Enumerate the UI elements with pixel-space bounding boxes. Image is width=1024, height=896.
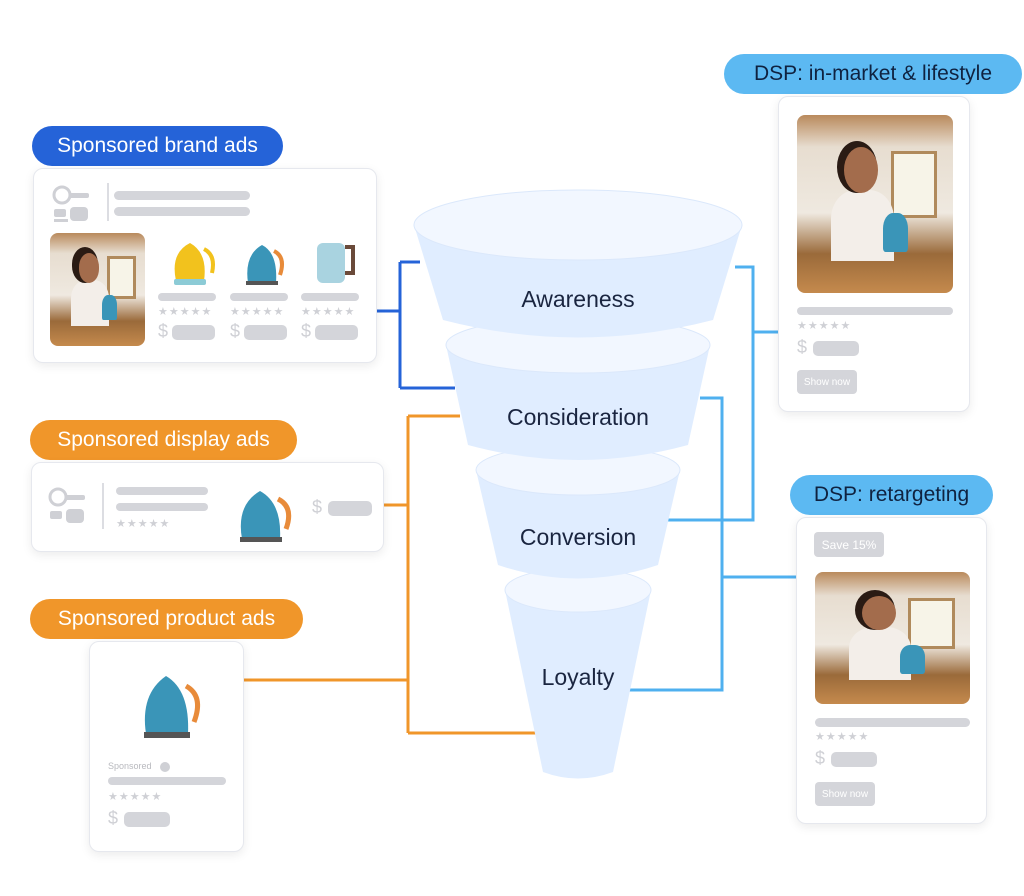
kettle-teal-image	[246, 245, 284, 285]
save-badge: Save 15%	[814, 532, 884, 557]
rating-stars: ★★★★★	[301, 306, 356, 318]
brand-logo-icon	[48, 487, 85, 523]
label-sponsored-brand-ads: Sponsored brand ads	[32, 126, 283, 166]
card-sponsored-product-ads: Sponsored ★★★★★ $	[89, 641, 244, 852]
rating-stars: ★★★★★	[158, 306, 213, 318]
show-now-button[interactable]: Show now	[797, 370, 857, 394]
rating-stars: ★★★★★	[116, 518, 171, 530]
rating-stars: ★★★★★	[230, 306, 285, 318]
label-sponsored-product-ads: Sponsored product ads	[30, 599, 303, 639]
price-symbol: $	[108, 808, 119, 828]
kettle-yellow-image	[174, 243, 215, 285]
kettle-teal-image	[240, 491, 292, 542]
funnel-stage-conversion	[475, 444, 681, 579]
price-symbol: $	[797, 337, 808, 357]
price-symbol: $	[312, 497, 323, 517]
lifestyle-photo	[50, 233, 145, 346]
label-sponsored-display-ads: Sponsored display ads	[30, 420, 297, 460]
card-sponsored-brand-ads: ★★★★★ ★★★★★ ★★★★★ $ $ $	[33, 168, 377, 363]
funnel-label-loyalty: Loyalty	[541, 664, 615, 690]
label-dsp-in-market-lifestyle: DSP: in-market & lifestyle	[724, 54, 1022, 94]
funnel-stage-consideration	[445, 316, 711, 460]
funnel-stage-awareness	[413, 189, 743, 338]
sponsored-label: Sponsored	[108, 761, 152, 771]
funnel-label-conversion: Conversion	[519, 524, 637, 550]
brand-logo-icon	[52, 185, 89, 222]
card-dsp-retargeting: Save 15% ★★★★★ $ Show now	[796, 517, 987, 824]
info-icon	[160, 762, 170, 772]
rating-stars: ★★★★★	[815, 731, 870, 743]
label-dsp-retargeting: DSP: retargeting	[790, 475, 993, 515]
price-symbol: $	[301, 321, 312, 341]
card-sponsored-display-ads: ★★★★★ $	[31, 462, 384, 552]
price-symbol: $	[158, 321, 169, 341]
price-symbol: $	[230, 321, 241, 341]
rating-stars: ★★★★★	[797, 320, 852, 332]
lifestyle-photo	[815, 572, 970, 704]
card-dsp-in-market: ★★★★★ $ Show now	[778, 96, 970, 412]
rating-stars: ★★★★★	[108, 791, 163, 803]
kettle-teal-image	[144, 676, 201, 738]
show-now-button[interactable]: Show now	[815, 782, 875, 806]
funnel-label-awareness: Awareness	[521, 286, 635, 312]
funnel-label-consideration: Consideration	[507, 404, 649, 430]
price-symbol: $	[815, 748, 826, 768]
kettle-lightblue-image	[317, 243, 355, 283]
lifestyle-photo	[797, 115, 953, 293]
